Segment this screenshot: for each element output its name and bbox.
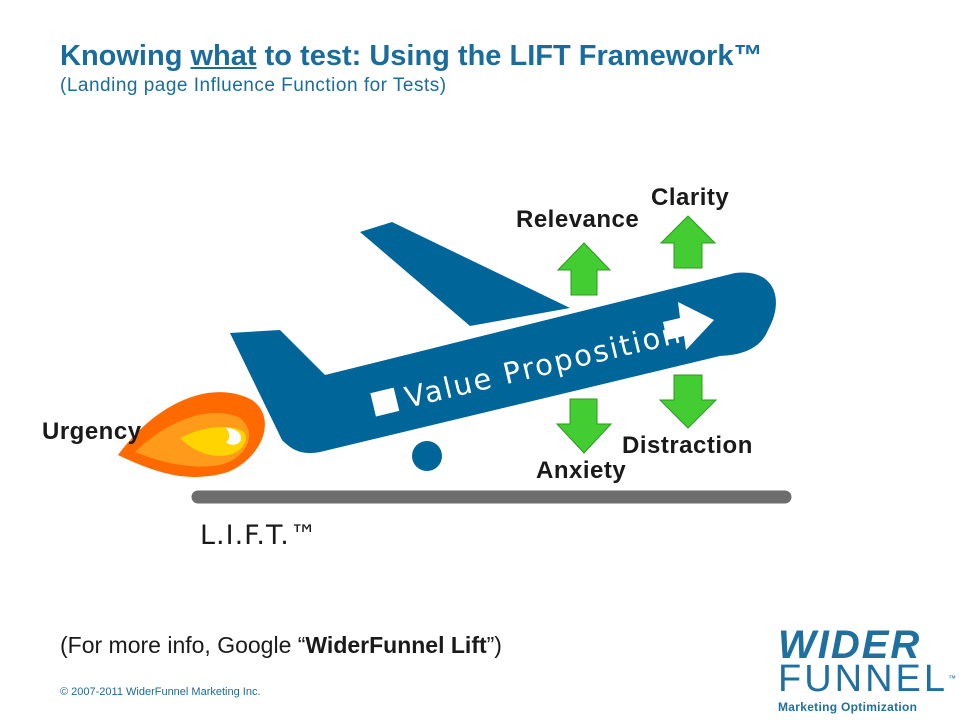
value-proposition-square-icon xyxy=(370,387,400,417)
logo-line1: WIDER xyxy=(778,623,922,667)
flame-icon xyxy=(118,392,265,477)
value-proposition-arrow-icon xyxy=(663,302,714,350)
widerfunnel-logo: WIDER FUNNEL™ Marketing Optimization xyxy=(778,623,956,714)
framework-name: L.I.F.T.™ xyxy=(200,520,318,551)
urgency-label: Urgency xyxy=(42,418,142,445)
header: Knowing what to test: Using the LIFT Fra… xyxy=(60,40,762,97)
distraction-down-arrow-icon xyxy=(658,374,718,429)
title-post: to test: Using the LIFT Framework™ xyxy=(256,40,763,72)
clarity-up-arrow-icon xyxy=(659,215,717,269)
copyright-notice: © 2007-2011 WiderFunnel Marketing Inc. xyxy=(60,686,261,698)
airplane-icon xyxy=(230,222,776,454)
anxiety-down-arrow-icon xyxy=(555,398,613,454)
distraction-label: Distraction xyxy=(622,432,753,459)
logo-tagline: Marketing Optimization xyxy=(778,700,918,714)
title-underlined-word: what xyxy=(190,40,257,72)
logo-tm: ™ xyxy=(948,674,957,683)
logo-line2: FUNNEL™ xyxy=(778,660,956,698)
landing-wheel-icon xyxy=(412,441,442,471)
relevance-label: Relevance xyxy=(516,206,640,233)
anxiety-label: Anxiety xyxy=(536,457,627,484)
more-info-pre: (For more info, Google “ xyxy=(60,632,306,658)
clarity-label: Clarity xyxy=(651,184,730,211)
more-info-text: (For more info, Google “WiderFunnel Lift… xyxy=(60,632,502,659)
more-info-post: ”) xyxy=(486,632,502,658)
logo-line2-text: FUNNEL xyxy=(778,658,949,700)
title-pre: Knowing xyxy=(60,40,191,72)
relevance-up-arrow-icon xyxy=(556,242,612,296)
page-subtitle: (Landing page Influence Function for Tes… xyxy=(60,75,447,96)
more-info-search-term: WiderFunnel Lift xyxy=(305,632,487,658)
page-title: Knowing what to test: Using the LIFT Fra… xyxy=(60,40,762,73)
